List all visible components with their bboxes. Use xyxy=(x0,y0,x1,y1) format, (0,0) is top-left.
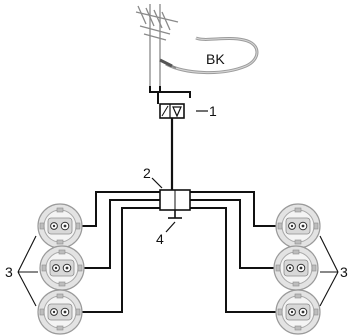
outlet-left-3 xyxy=(37,289,83,335)
leader-4 xyxy=(165,221,176,233)
antenna-icon xyxy=(135,4,179,86)
label-outlets-left: 3 xyxy=(5,264,13,280)
terminator-icon xyxy=(168,210,182,219)
label-bk: BK xyxy=(206,51,225,67)
label-terminator: 4 xyxy=(156,231,164,247)
label-distributor: 2 xyxy=(143,165,151,181)
bk-cable-icon xyxy=(159,36,259,74)
amplifier-icon xyxy=(159,103,185,119)
outlet-left-1 xyxy=(37,203,83,249)
distributor-icon xyxy=(159,189,191,211)
outlet-right-1 xyxy=(275,203,321,249)
amplifier-feed-lines xyxy=(149,86,191,104)
outlet-right-3 xyxy=(275,289,321,335)
distribution-cables xyxy=(82,191,276,313)
leaders-3-right xyxy=(319,235,339,307)
label-outlets-right: 3 xyxy=(340,264,348,280)
outlet-left-2 xyxy=(39,245,85,291)
leaders-3-left xyxy=(17,235,38,307)
outlet-right-2 xyxy=(273,245,319,291)
label-amplifier: 1 xyxy=(209,103,217,119)
leader-2 xyxy=(151,177,163,189)
